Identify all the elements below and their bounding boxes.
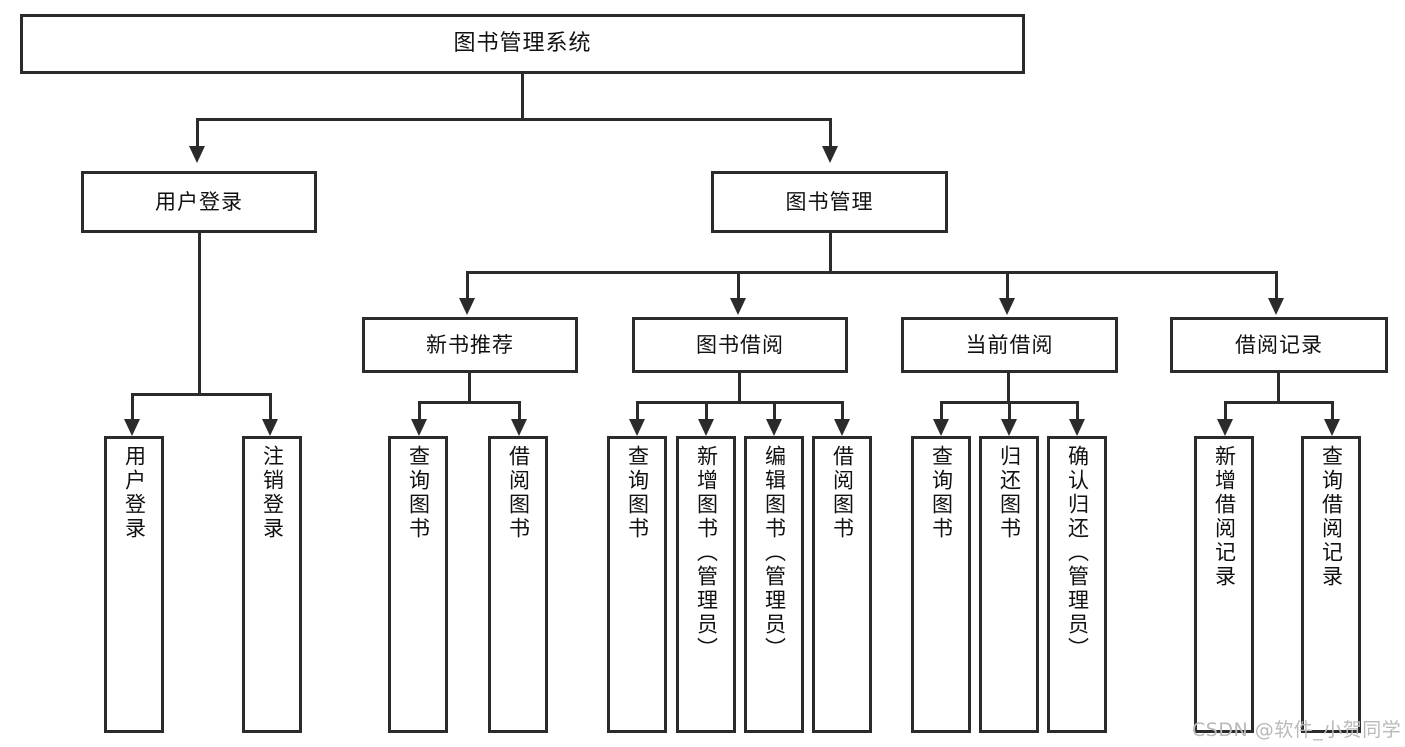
arrow-to-leaf-logout (262, 419, 278, 436)
leaf-current-borrow-confirm-return-admin[interactable]: 确认归还（管理员） (1047, 436, 1107, 733)
connector-drop-leaf-logout (269, 393, 272, 419)
node-label: 查询图书 (929, 445, 954, 541)
leaf-new-book-query-book[interactable]: 查询图书 (388, 436, 448, 733)
arrow-to-cb-return (1001, 419, 1017, 436)
leaf-add-borrow-record[interactable]: 新增借阅记录 (1194, 436, 1254, 733)
connector-new-book-bus (418, 401, 521, 404)
connector-book-management-stem (829, 233, 832, 271)
connector-drop-new-book (466, 271, 469, 298)
connector-new-book-stem (468, 373, 471, 401)
node-label: 新增图书（管理员） (694, 445, 719, 661)
arrow-to-nb-query (411, 419, 427, 436)
leaf-current-borrow-return-book[interactable]: 归还图书 (979, 436, 1039, 733)
node-user-login[interactable]: 用户登录 (81, 171, 317, 233)
node-label: 新书推荐 (426, 332, 514, 357)
leaf-book-borrow-edit-book-admin[interactable]: 编辑图书（管理员） (744, 436, 804, 733)
connector-book-borrow-stem (738, 373, 741, 401)
connector-drop-br-add (1224, 401, 1227, 419)
node-label: 用户登录 (122, 445, 147, 541)
connector-level2-bus (196, 118, 832, 121)
arrow-to-cb-query (933, 419, 949, 436)
arrow-to-book-borrow (730, 298, 746, 315)
arrow-to-borrow-record (1268, 298, 1284, 315)
connector-drop-book-management (829, 118, 832, 146)
connector-drop-bb-edit (773, 401, 776, 419)
node-current-borrow[interactable]: 当前借阅 (901, 317, 1118, 373)
node-label: 借阅图书 (830, 445, 855, 541)
node-label: 当前借阅 (965, 332, 1054, 357)
node-label: 查询图书 (625, 445, 650, 541)
arrow-to-bb-edit (766, 419, 782, 436)
connector-book-borrow-bus (636, 401, 842, 404)
arrow-to-cb-confirm (1069, 419, 1085, 436)
node-new-book-recommendation[interactable]: 新书推荐 (362, 317, 578, 373)
connector-drop-bb-query (636, 401, 639, 419)
connector-borrow-record-bus (1224, 401, 1334, 404)
connector-borrow-record-stem (1277, 373, 1280, 401)
connector-drop-user-login (196, 118, 199, 146)
leaf-book-borrow-query-book[interactable]: 查询图书 (607, 436, 667, 733)
arrow-to-bb-add (698, 419, 714, 436)
node-label: 查询图书 (406, 445, 431, 541)
leaf-user-login[interactable]: 用户登录 (104, 436, 164, 733)
connector-root-stem (521, 74, 524, 118)
connector-drop-bb-borrow (841, 401, 844, 419)
connector-drop-cb-query (940, 401, 943, 419)
leaf-book-borrow-borrow-book[interactable]: 借阅图书 (812, 436, 872, 733)
node-label: 查询借阅记录 (1319, 445, 1344, 589)
leaf-query-borrow-record[interactable]: 查询借阅记录 (1301, 436, 1361, 733)
node-book-borrow[interactable]: 图书借阅 (632, 317, 848, 373)
connector-level3-bus (466, 271, 1278, 274)
node-label: 借阅记录 (1235, 332, 1323, 357)
arrow-to-bb-query (629, 419, 645, 436)
connector-drop-current-borrow (1006, 271, 1009, 298)
connector-drop-cb-confirm (1076, 401, 1079, 419)
connector-drop-borrow-record (1275, 271, 1278, 298)
connector-drop-nb-query (418, 401, 421, 419)
connector-current-borrow-stem (1007, 373, 1010, 401)
arrow-to-br-add (1217, 419, 1233, 436)
node-label: 图书管理系统 (453, 31, 592, 57)
arrow-to-leaf-user-login (124, 419, 140, 436)
connector-drop-book-borrow (737, 271, 740, 298)
arrow-to-bb-borrow (834, 419, 850, 436)
node-borrow-record[interactable]: 借阅记录 (1170, 317, 1388, 373)
node-label: 图书借阅 (696, 332, 784, 357)
arrow-to-new-book (459, 298, 475, 315)
node-label: 注销登录 (260, 445, 285, 541)
connector-drop-leaf-user-login (131, 393, 134, 419)
arrow-to-br-query (1324, 419, 1340, 436)
node-root-book-management-system[interactable]: 图书管理系统 (20, 14, 1025, 74)
arrow-to-book-management (822, 146, 838, 163)
leaf-logout[interactable]: 注销登录 (242, 436, 302, 733)
node-label: 编辑图书（管理员） (762, 445, 787, 661)
arrow-to-nb-borrow (511, 419, 527, 436)
node-label: 用户登录 (155, 189, 243, 214)
connector-user-login-stem (198, 233, 201, 393)
connector-drop-br-query (1331, 401, 1334, 419)
node-label: 图书管理 (785, 189, 874, 214)
node-label: 确认归还（管理员） (1065, 445, 1090, 661)
connector-user-login-bus (131, 393, 269, 396)
leaf-book-borrow-add-book-admin[interactable]: 新增图书（管理员） (676, 436, 736, 733)
leaf-current-borrow-query-book[interactable]: 查询图书 (911, 436, 971, 733)
node-book-management[interactable]: 图书管理 (711, 171, 948, 233)
connector-drop-nb-borrow (518, 401, 521, 419)
leaf-new-book-borrow-book[interactable]: 借阅图书 (488, 436, 548, 733)
connector-drop-cb-return (1008, 401, 1011, 419)
node-label: 新增借阅记录 (1212, 445, 1237, 589)
node-label: 归还图书 (997, 445, 1022, 541)
arrow-to-user-login (189, 146, 205, 163)
connector-drop-bb-add (705, 401, 708, 419)
node-label: 借阅图书 (506, 445, 531, 541)
arrow-to-current-borrow (999, 298, 1015, 315)
